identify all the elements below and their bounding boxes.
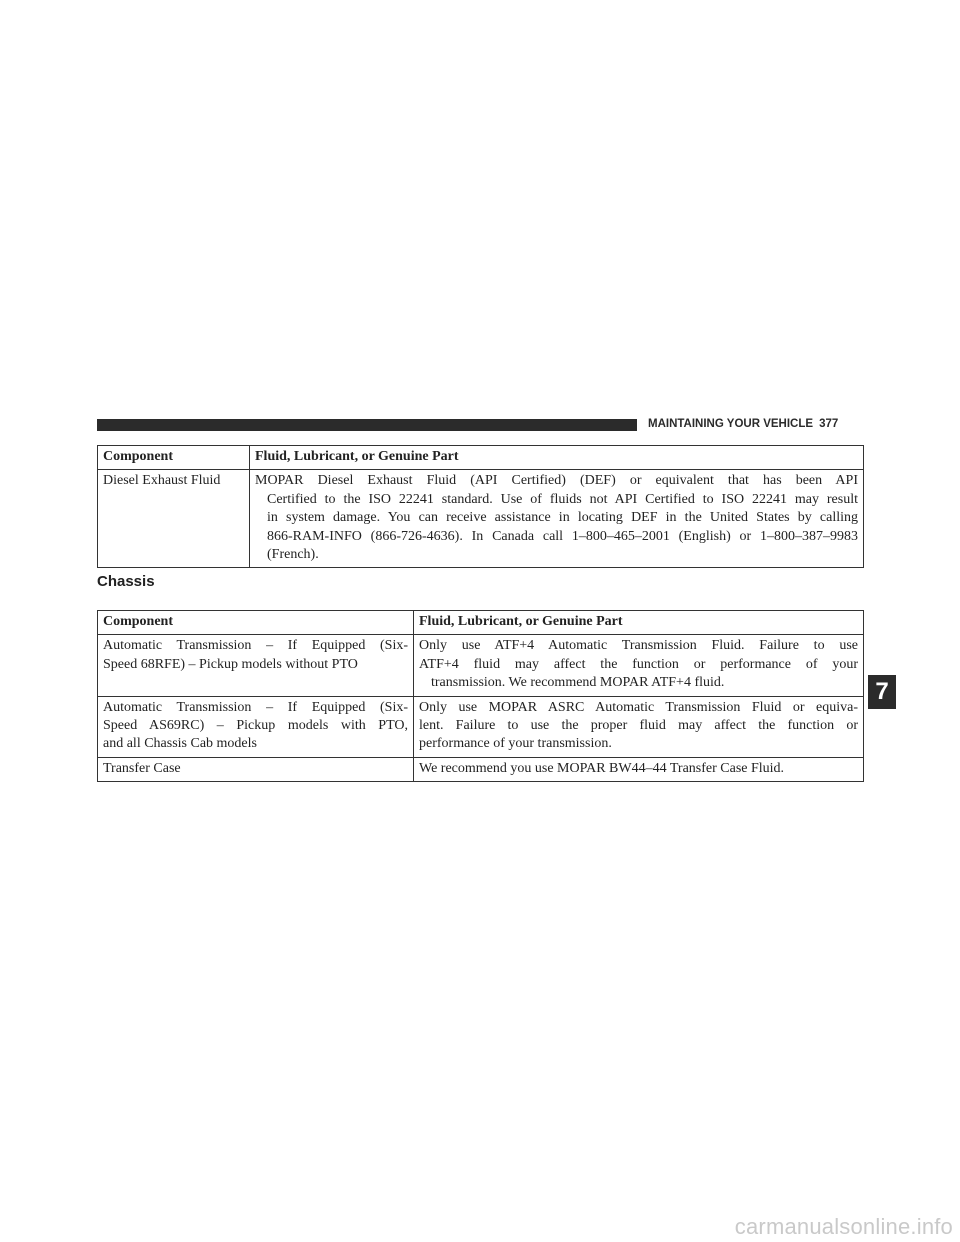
table-header-row: Component Fluid, Lubricant, or Genuine P…: [97, 609, 864, 636]
fluid-cell: MOPAR Diesel Exhaust Fluid (API Certifie…: [249, 469, 864, 569]
component-line: and all Chassis Cab models: [103, 736, 257, 752]
fluid-line: Only use ATF+4 Automatic Transmission Fl…: [419, 638, 858, 654]
table-row: Diesel Exhaust Fluid MOPAR Diesel Exhaus…: [97, 469, 864, 569]
header-section-title: MAINTAINING YOUR VEHICLE: [648, 418, 814, 430]
header-rule: [97, 419, 637, 431]
component-line: Speed AS69RC) – Pickup models with PTO,: [103, 718, 408, 734]
fluid-cell: Only use MOPAR ASRC Automatic Transmissi…: [413, 695, 864, 758]
fluids-table-chassis: Component Fluid, Lubricant, or Genuine P…: [97, 609, 864, 783]
fluid-line: We recommend you use MOPAR BW44–44 Trans…: [419, 760, 785, 776]
column-header-component: Component: [97, 444, 250, 471]
component-cell: Diesel Exhaust Fluid: [97, 469, 250, 569]
fluid-line: performance of your transmission.: [419, 736, 612, 752]
fluid-line: in system damage. You can receive assist…: [267, 510, 858, 526]
page-number: 377: [819, 418, 839, 430]
column-header-component: Component: [97, 609, 414, 636]
fluid-line: Only use MOPAR ASRC Automatic Transmissi…: [419, 699, 858, 715]
fluids-table-engine: Component Fluid, Lubricant, or Genuine P…: [97, 444, 864, 569]
fluid-line: lent. Failure to use the proper fluid ma…: [419, 718, 858, 734]
table-row: Transfer Case We recommend you use MOPAR…: [97, 756, 864, 783]
component-line: Automatic Transmission – If Equipped (Si…: [103, 699, 408, 715]
component-cell: Automatic Transmission – If Equipped (Si…: [97, 634, 414, 697]
chapter-tab: 7: [868, 675, 896, 709]
fluid-cell: Only use ATF+4 Automatic Transmission Fl…: [413, 634, 864, 697]
fluid-cell: We recommend you use MOPAR BW44–44 Trans…: [413, 756, 864, 783]
fluid-line: 866-RAM-INFO (866-726-4636). In Canada c…: [267, 528, 858, 544]
table-row: Automatic Transmission – If Equipped (Si…: [97, 695, 864, 758]
fluid-line: transmission. We recommend MOPAR ATF+4 f…: [431, 675, 725, 691]
column-header-fluid: Fluid, Lubricant, or Genuine Part: [413, 609, 864, 636]
watermark: carmanualsonline.info: [734, 1214, 953, 1239]
section-heading-chassis: Chassis: [97, 573, 155, 590]
component-line: Speed 68RFE) – Pickup models without PTO: [103, 656, 358, 672]
table-row: Automatic Transmission – If Equipped (Si…: [97, 634, 864, 697]
fluid-line: Certified to the ISO 22241 standard. Use…: [267, 491, 858, 507]
component-line: Transfer Case: [103, 760, 181, 776]
fluid-line: MOPAR Diesel Exhaust Fluid (API Certifie…: [255, 473, 858, 489]
fluid-line: (French).: [267, 547, 319, 563]
fluid-line: ATF+4 fluid may affect the function or p…: [419, 656, 858, 672]
component-cell: Automatic Transmission – If Equipped (Si…: [97, 695, 414, 758]
column-header-fluid: Fluid, Lubricant, or Genuine Part: [249, 444, 864, 471]
component-line: Automatic Transmission – If Equipped (Si…: [103, 638, 408, 654]
running-header: MAINTAINING YOUR VEHICLE 377: [648, 418, 838, 430]
table-header-row: Component Fluid, Lubricant, or Genuine P…: [97, 444, 864, 471]
component-cell: Transfer Case: [97, 756, 414, 783]
